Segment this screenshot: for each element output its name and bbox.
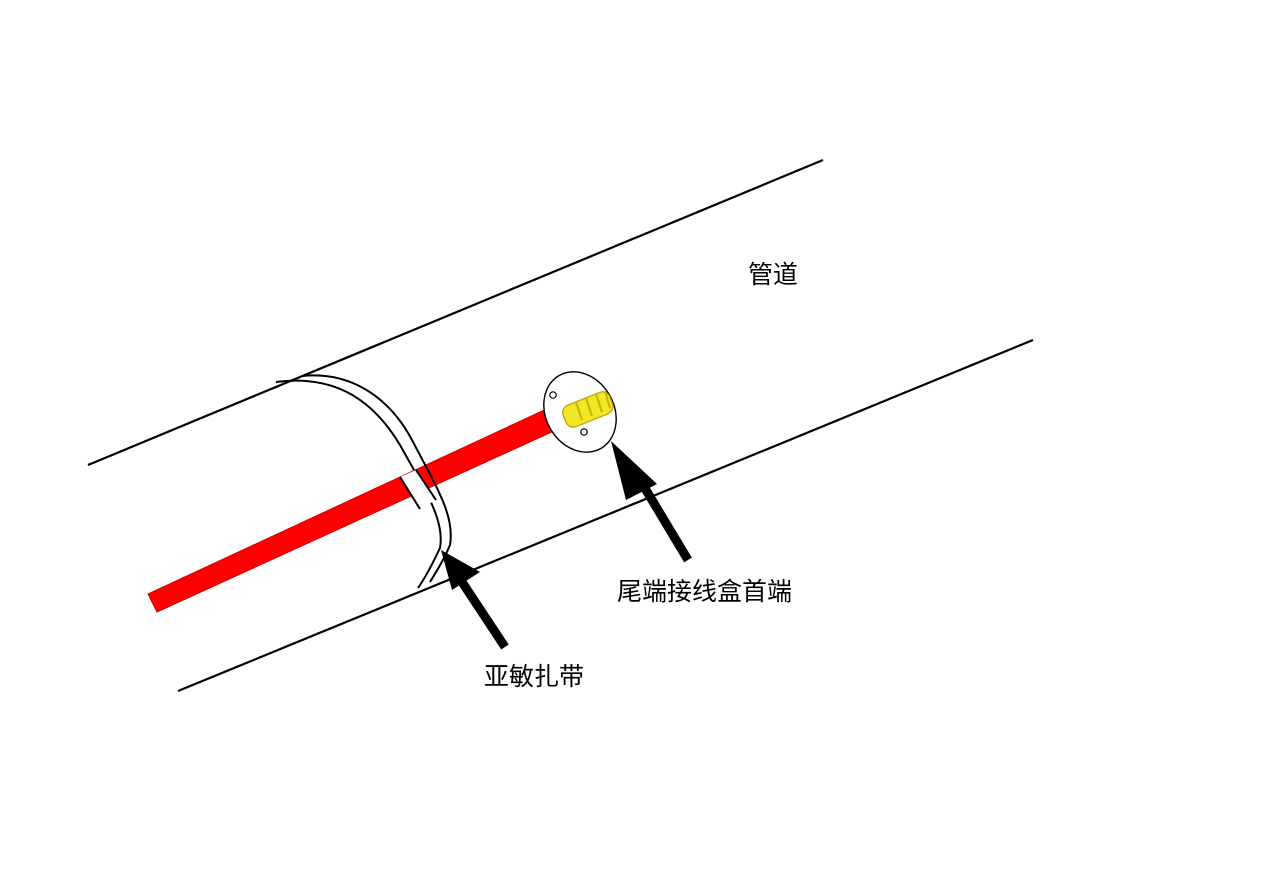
- pipe-bottom-edge: [177, 338, 1034, 693]
- cable-tie-band-inner: [301, 374, 452, 583]
- cable-tie-over-cable: [400, 470, 436, 509]
- arrow-icon: [611, 441, 692, 563]
- pipe-top-edge: [87, 158, 824, 467]
- cable-tie-label: 亚敏扎带: [484, 662, 585, 691]
- heating-cable-body: [147, 398, 579, 613]
- pipe-label: 管道: [748, 260, 799, 289]
- flange-hole-top: [549, 391, 557, 399]
- flange-hole-bottom: [580, 428, 588, 436]
- heating-cable: [147, 398, 579, 613]
- arrow-icon: [441, 550, 509, 650]
- junction-box-label: 尾端接线盒首端: [617, 577, 793, 606]
- cable-tie-band: [275, 374, 452, 589]
- end-cap-wrap: [562, 390, 614, 428]
- junction-box-end: [543, 371, 617, 453]
- pipe: [87, 158, 1034, 693]
